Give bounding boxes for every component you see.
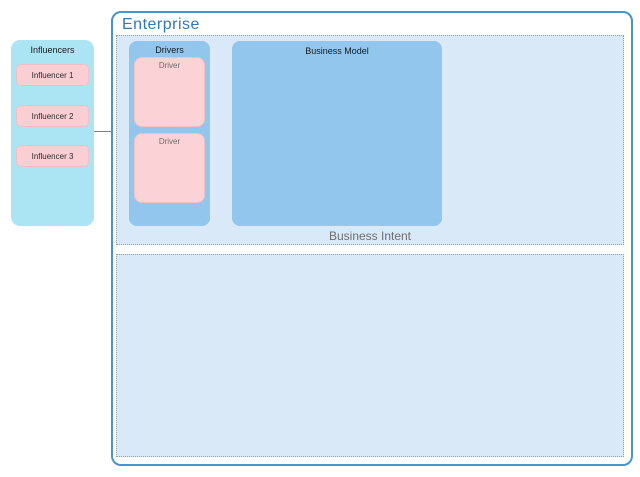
influencers-panel-title: Influencers — [30, 45, 75, 55]
business-model-label: Business Model — [305, 46, 369, 56]
influencer-node: Influencer 1 — [16, 64, 89, 86]
influencers-to-drivers-arrow-line — [94, 131, 126, 132]
driver-node: Driver — [134, 57, 205, 127]
driver-node-label: Driver — [158, 61, 181, 70]
lower-empty-region — [116, 254, 624, 457]
influencer-node: Influencer 2 — [16, 105, 89, 127]
driver-node-label: Driver — [158, 137, 181, 146]
influencers-panel: Influencers Influencer 1 Influencer 2 In… — [11, 40, 94, 226]
drivers-panel: Drivers Driver Driver — [129, 41, 210, 226]
influencer-node: Influencer 3 — [16, 145, 89, 167]
business-model-node: Business Model — [232, 41, 442, 226]
driver-node: Driver — [134, 133, 205, 203]
business-intent-label: Business Intent — [328, 229, 412, 243]
business-intent-region: Drivers Driver Driver Business Model Bus… — [116, 35, 624, 245]
enterprise-container: Enterprise Drivers Driver Driver Busines… — [111, 11, 633, 466]
drivers-panel-title: Drivers — [155, 45, 184, 55]
enterprise-title: Enterprise — [122, 16, 200, 33]
